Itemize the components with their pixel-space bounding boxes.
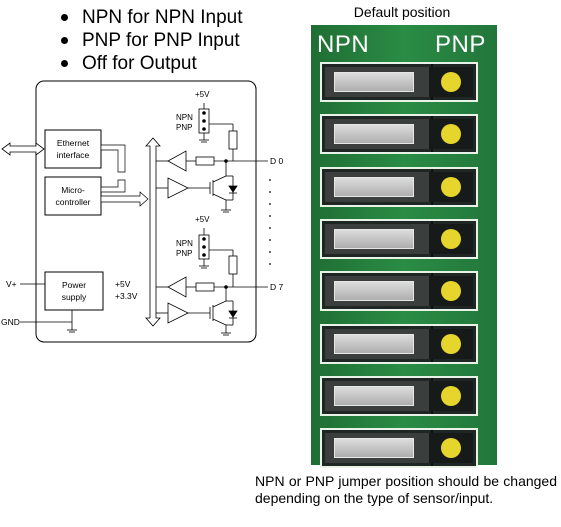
- power-label-2: supply: [62, 292, 87, 302]
- jumper-window: [334, 333, 414, 354]
- jumper-window: [334, 438, 414, 459]
- jumper-dot: [441, 281, 461, 302]
- micro-label-1: Micro-: [61, 185, 85, 195]
- module-outline: [35, 80, 257, 343]
- jumper-dot: [441, 72, 461, 92]
- ethernet-label-1: Ethernet: [57, 138, 90, 148]
- ch7-5v-label: +5V: [195, 215, 210, 224]
- jumper-pnp-side: [429, 380, 473, 411]
- eth-micro-bus: [100, 144, 126, 193]
- ch0-npn-label: NPN: [176, 113, 193, 122]
- channel-ellipsis: [269, 179, 271, 265]
- jumper-npn-side: [325, 67, 429, 97]
- v-plus-label: V+: [6, 279, 17, 289]
- jumper-switch: [320, 218, 478, 259]
- jumper-window: [334, 385, 414, 406]
- jumper-switch: [320, 271, 478, 312]
- jumper-dot: [441, 333, 461, 354]
- jumper-window: [334, 281, 414, 302]
- jumper-note: NPN or PNP jumper position should be cha…: [255, 473, 557, 506]
- jumper-switch: [320, 62, 478, 102]
- d7-label: D 7: [270, 282, 284, 292]
- jumper-window: [334, 124, 414, 145]
- jumper-dot: [441, 385, 461, 406]
- jumper-pnp-side: [429, 171, 473, 202]
- channel-0-dots: [202, 111, 228, 163]
- jumper-pnp-side: [429, 67, 473, 97]
- main-bus: [145, 137, 161, 327]
- jumper-window: [334, 72, 414, 92]
- power-wiring: [20, 283, 77, 333]
- micro-bus-arrow: [100, 191, 149, 207]
- jumper-npn-side: [325, 171, 429, 202]
- bullet-npn: NPN for NPN Input: [58, 6, 243, 29]
- jumper-npn-side: [325, 276, 429, 307]
- microcontroller-block: [44, 176, 102, 216]
- ethernet-port-arrow: [1, 142, 45, 156]
- jumper-pnp-side: [429, 433, 473, 464]
- jumper-dot: [441, 124, 461, 145]
- jumper-npn-side: [325, 119, 429, 150]
- ch7-npn-label: NPN: [176, 239, 193, 248]
- jumper-npn-side: [325, 328, 429, 359]
- jumper-switch: [320, 114, 478, 155]
- bullet-pnp: PNP for PNP Input: [58, 29, 243, 52]
- power-supply-block: [44, 271, 104, 311]
- micro-label-2: controller: [56, 197, 91, 207]
- jumper-npn-side: [325, 380, 429, 411]
- gnd-label: GND: [1, 317, 20, 327]
- jumper-board-photo: NPN PNP: [311, 25, 497, 469]
- jumper-dot: [441, 176, 461, 197]
- ethernet-label-2: interface: [57, 150, 90, 160]
- jumper-switch: [320, 375, 478, 416]
- bus-branches: [156, 160, 168, 314]
- jumper-pnp-side: [429, 328, 473, 359]
- board-npn-label: NPN: [317, 31, 370, 58]
- psu-5v-label: +5V: [115, 279, 131, 289]
- jumper-npn-side: [325, 223, 429, 254]
- jumper-switch: [320, 323, 478, 364]
- board-pnp-label: PNP: [435, 31, 486, 58]
- jumper-window: [334, 176, 414, 197]
- jumper-switch: [320, 428, 478, 469]
- block-diagram: Ethernet interface Micro- controller Pow…: [1, 80, 284, 343]
- jumper-dot: [441, 438, 461, 459]
- jumper-switch: [320, 166, 478, 207]
- channel-7-dots: [202, 237, 228, 289]
- bullet-list: NPN for NPN Input PNP for PNP Input Off …: [58, 6, 243, 75]
- jumper-window: [334, 228, 414, 249]
- ch7-pnp-label: PNP: [176, 249, 192, 258]
- power-label-1: Power: [62, 280, 86, 290]
- jumper-dot: [441, 228, 461, 249]
- d0-label: D 0: [270, 156, 284, 166]
- ethernet-block: [44, 129, 102, 169]
- ch0-5v-label: +5V: [195, 90, 210, 99]
- jumper-npn-side: [325, 433, 429, 464]
- bullet-off: Off for Output: [58, 52, 243, 75]
- ch0-pnp-label: PNP: [176, 123, 192, 132]
- jumper-pnp-side: [429, 276, 473, 307]
- board-title: Default position: [353, 4, 451, 20]
- jumper-pnp-side: [429, 223, 473, 254]
- psu-3v3-label: +3.3V: [115, 291, 138, 301]
- jumper-pnp-side: [429, 119, 473, 150]
